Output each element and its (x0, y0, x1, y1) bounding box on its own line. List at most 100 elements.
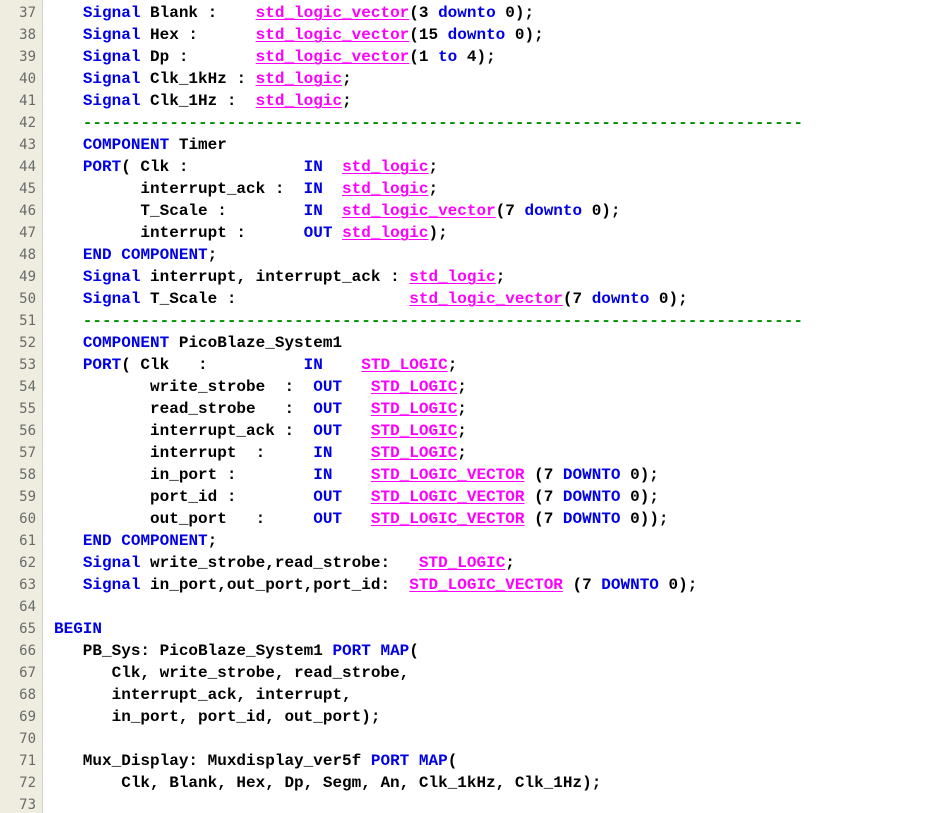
code-line[interactable]: 56 interrupt_ack : OUT STD_LOGIC; (0, 420, 938, 442)
code-text: ; (207, 246, 218, 264)
line-number: 38 (19, 27, 36, 43)
code-text (54, 158, 83, 176)
code-line[interactable]: 72 Clk, Blank, Hex, Dp, Segm, An, Clk_1k… (0, 772, 938, 794)
code-line[interactable]: 61 END COMPONENT; (0, 530, 938, 552)
code-text (342, 378, 371, 396)
code-text (54, 92, 83, 110)
keyword-token: OUT (313, 510, 343, 528)
line-number: 56 (19, 423, 36, 439)
code-line[interactable]: 57 interrupt : IN STD_LOGIC; (0, 442, 938, 464)
code-line[interactable]: 67 Clk, write_strobe, read_strobe, (0, 662, 938, 684)
code-line[interactable]: 66 PB_Sys: PicoBlaze_System1 PORT MAP( (0, 640, 938, 662)
code-text (54, 334, 83, 352)
type-token: STD_LOGIC_VECTOR (370, 510, 525, 528)
code-text: (1 (409, 48, 439, 66)
code-line[interactable]: 44 PORT( Clk : IN std_logic; (0, 156, 938, 178)
code-line-text: interrupt_ack : IN std_logic; (54, 178, 438, 200)
code-line-text: interrupt_ack : OUT STD_LOGIC; (54, 420, 467, 442)
line-number: 66 (19, 643, 36, 659)
code-line[interactable]: 58 in_port : IN STD_LOGIC_VECTOR (7 DOWN… (0, 464, 938, 486)
code-text: ; (342, 70, 352, 88)
keyword-token: IN (303, 356, 323, 374)
code-line-text: Signal Hex : std_logic_vector(15 downto … (54, 24, 544, 46)
code-line[interactable]: 46 T_Scale : IN std_logic_vector(7 downt… (0, 200, 938, 222)
code-line[interactable]: 51 -------------------------------------… (0, 310, 938, 332)
code-text: 0); (620, 488, 659, 506)
type-token: STD_LOGIC (418, 554, 506, 572)
code-text (342, 422, 371, 440)
type-token: STD_LOGIC (370, 378, 458, 396)
code-line[interactable]: 52 COMPONENT PicoBlaze_System1 (0, 332, 938, 354)
code-line[interactable]: 40 Signal Clk_1kHz : std_logic; (0, 68, 938, 90)
type-token: std_logic (342, 224, 429, 242)
code-line[interactable]: 41 Signal Clk_1Hz : std_logic; (0, 90, 938, 112)
code-line[interactable]: 37 Signal Blank : std_logic_vector(3 dow… (0, 2, 938, 24)
code-line-text: in_port : IN STD_LOGIC_VECTOR (7 DOWNTO … (54, 464, 659, 486)
code-text: interrupt, interrupt_ack : (140, 268, 410, 286)
code-line[interactable]: 43 COMPONENT Timer (0, 134, 938, 156)
keyword-token: PORT (82, 158, 122, 176)
code-text (54, 356, 83, 374)
code-line[interactable]: 59 port_id : OUT STD_LOGIC_VECTOR (7 DOW… (0, 486, 938, 508)
code-line-text: PORT( Clk : IN STD_LOGIC; (54, 354, 457, 376)
code-text (342, 488, 371, 506)
code-line[interactable]: 73 (0, 794, 938, 813)
code-line-text: T_Scale : IN std_logic_vector(7 downto 0… (54, 200, 620, 222)
code-text: port_id : (54, 488, 314, 506)
code-text (323, 356, 361, 374)
code-line-text: Signal T_Scale : std_logic_vector(7 down… (54, 288, 688, 310)
code-line-text: Signal write_strobe,read_strobe: STD_LOG… (54, 552, 515, 574)
code-line[interactable]: 62 Signal write_strobe,read_strobe: STD_… (0, 552, 938, 574)
code-text: (3 (409, 4, 439, 22)
code-line-text: COMPONENT Timer (54, 134, 227, 156)
code-line[interactable]: 53 PORT( Clk : IN STD_LOGIC; (0, 354, 938, 376)
code-line[interactable]: 55 read_strobe : OUT STD_LOGIC; (0, 398, 938, 420)
code-line[interactable]: 71 Mux_Display: Muxdisplay_ver5f PORT MA… (0, 750, 938, 772)
code-line[interactable]: 68 interrupt_ack, interrupt, (0, 684, 938, 706)
type-token: STD_LOGIC_VECTOR (370, 466, 525, 484)
code-text: Timer (169, 136, 227, 154)
code-line-text: Signal in_port,out_port,port_id: STD_LOG… (54, 574, 698, 596)
code-line[interactable]: 42 -------------------------------------… (0, 112, 938, 134)
line-number: 47 (19, 225, 36, 241)
type-token: STD_LOGIC_VECTOR (409, 576, 563, 594)
line-number: 45 (19, 181, 36, 197)
code-line-text: interrupt : IN STD_LOGIC; (54, 442, 467, 464)
code-line[interactable]: 45 interrupt_ack : IN std_logic; (0, 178, 938, 200)
code-text: 0); (495, 4, 535, 22)
code-line[interactable]: 70 (0, 728, 938, 750)
code-line[interactable]: 54 write_strobe : OUT STD_LOGIC; (0, 376, 938, 398)
code-text (54, 48, 83, 66)
keyword-token: PORT (332, 642, 371, 660)
type-token: std_logic (342, 158, 429, 176)
code-line[interactable]: 69 in_port, port_id, out_port); (0, 706, 938, 728)
line-number: 37 (19, 5, 36, 21)
code-line[interactable]: 50 Signal T_Scale : std_logic_vector(7 d… (0, 288, 938, 310)
keyword-token: Signal (82, 4, 141, 22)
line-number: 46 (19, 203, 36, 219)
code-line[interactable]: 64 (0, 596, 938, 618)
keyword-token: Signal (82, 92, 141, 110)
type-token: STD_LOGIC_VECTOR (370, 488, 525, 506)
code-text: ; (207, 532, 218, 550)
code-line[interactable]: 47 interrupt : OUT std_logic); (0, 222, 938, 244)
code-line[interactable]: 38 Signal Hex : std_logic_vector(15 down… (0, 24, 938, 46)
code-text (54, 554, 83, 572)
code-line[interactable]: 60 out_port : OUT STD_LOGIC_VECTOR (7 DO… (0, 508, 938, 530)
line-number: 39 (19, 49, 36, 65)
code-line-text: Signal Blank : std_logic_vector(3 downto… (54, 2, 534, 24)
code-text: PB_Sys: PicoBlaze_System1 (54, 642, 333, 660)
code-line[interactable]: 39 Signal Dp : std_logic_vector(1 to 4); (0, 46, 938, 68)
keyword-token: MAP (418, 752, 448, 770)
code-line[interactable]: 48 END COMPONENT; (0, 244, 938, 266)
code-text (332, 466, 370, 484)
code-line-text: PB_Sys: PicoBlaze_System1 PORT MAP( (54, 640, 419, 662)
code-line[interactable]: 49 Signal interrupt, interrupt_ack : std… (0, 266, 938, 288)
code-line[interactable]: 63 Signal in_port,out_port,port_id: STD_… (0, 574, 938, 596)
keyword-token: DOWNTO (562, 488, 621, 506)
type-token: STD_LOGIC (361, 356, 448, 374)
code-text (112, 532, 122, 550)
